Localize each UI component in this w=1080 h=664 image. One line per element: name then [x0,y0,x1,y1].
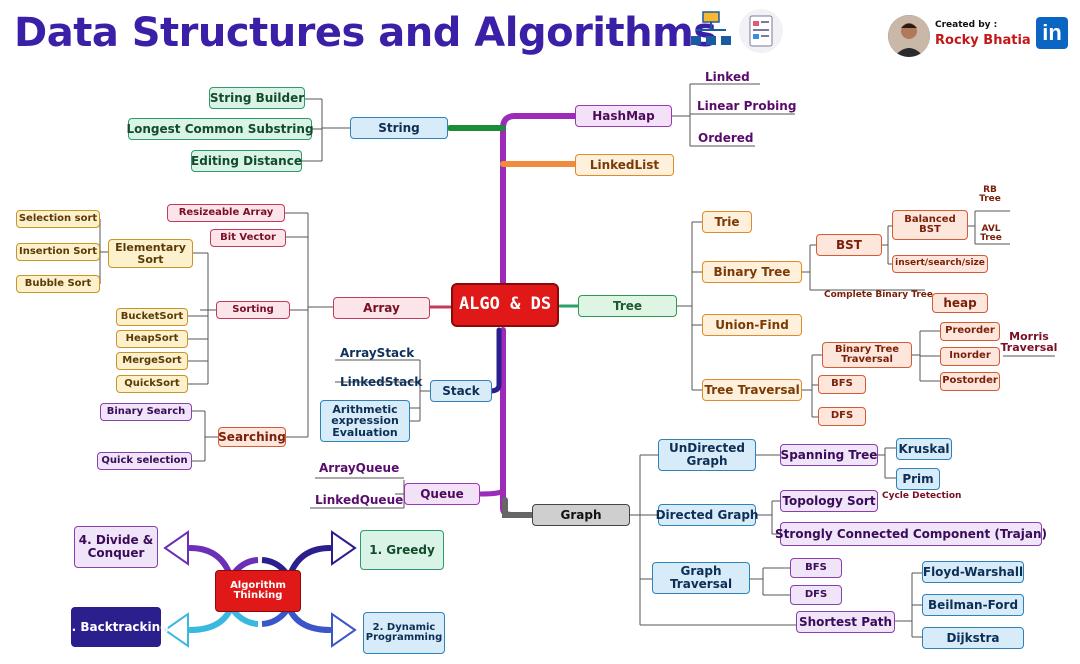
kruskal-node: Kruskal [896,438,952,460]
trunk-graph [502,497,535,518]
hashmap-node: HashMap [575,105,672,127]
hashmap-linear-probing: Linear Probing [697,99,797,113]
directed-graph: Directed Graph [656,504,758,526]
string-node: String [350,117,448,139]
editing-distance: Editing Distance [191,150,302,172]
linkedin-icon[interactable]: in [1036,17,1068,49]
algorithm-thinking: Algorithm Thinking [215,570,301,612]
arithmetic-expression-evaluation: Arithmetic expression Evaluation [320,400,410,442]
linked-queue: LinkedQueue [315,493,404,507]
array-node: Array [333,297,430,319]
spanning-tree: Spanning Tree [780,444,878,466]
stack-node: Stack [430,380,492,402]
trunk-vertical [500,113,578,293]
inorder-node: Inorder [940,347,1000,366]
center-node: ALGO & DS [451,283,559,327]
author-name: Rocky Bhatia [935,33,1031,48]
hashmap-linked: Linked [705,70,750,84]
greedy: 1. Greedy [360,530,444,570]
morris-traversal: Morris Traversal [1000,330,1058,354]
tree-bfs: BFS [818,375,866,394]
trunk-lower [500,327,535,518]
bubble-sort: Bubble Sort [16,275,100,293]
topology-sort: Topology Sort [780,490,878,512]
sorting-node: Sorting [216,301,290,319]
tree-dfs: DFS [818,407,866,426]
prim-node: Prim [896,468,940,490]
algorithm-clipboard-icon [738,8,784,54]
array-stack: ArrayStack [340,346,415,360]
heap-sort: HeapSort [116,330,188,348]
heap-node: heap [932,293,988,313]
trie-node: Trie [702,211,752,233]
insert-search-size: insert/search/size [892,255,988,273]
string-builder: String Builder [209,87,305,109]
undirected-graph: UnDirected Graph [658,439,756,471]
linkedlist-node: LinkedList [575,154,674,176]
binary-tree-node: Binary Tree [702,261,802,283]
created-by-label: Created by : [935,20,998,30]
arrow-dynamic-head [331,612,357,648]
dijkstra: Dijkstra [922,627,1024,649]
balanced-bst: Balanced BST [892,210,968,240]
rb-tree: RB Tree [979,185,1001,204]
postorder-node: Postorder [940,372,1000,391]
arrow-greedy-head [331,530,357,566]
floyd-warshall: Floyd-Warshall [922,561,1024,583]
quick-sort: QuickSort [116,375,188,393]
array-queue: ArrayQueue [319,461,400,475]
tree-node: Tree [578,295,677,317]
longest-common-substring: Longest Common Substring [126,118,314,140]
insertion-sort: Insertion Sort [16,243,100,261]
strongly-connected-component: Strongly Connected Component (Trajan) [775,522,1047,546]
shortest-path: Shortest Path [796,611,895,633]
linked-stack: LinkedStack [340,375,423,389]
graph-node: Graph [532,504,630,526]
resizeable-array: Resizeable Array [167,204,285,222]
divide-and-conquer: 4. Divide & Conquer [74,526,158,568]
union-find-node: Union-Find [702,314,802,336]
arrow-backtrack-shaft [187,607,233,633]
dynamic-programming: 2. Dynamic Programming [363,612,445,654]
arrow-backtrack-head [163,612,189,648]
binary-search: Binary Search [100,403,192,421]
preorder-node: Preorder [940,322,1000,341]
page-title: Data Structures and Algorithms [14,10,717,56]
trunk-string [455,128,502,302]
bucket-sort: BucketSort [116,308,188,326]
cycle-detection: Cycle Detection [882,491,962,501]
hashmap-ordered: Ordered [698,131,754,145]
bellman-ford: Beilman-Ford [922,594,1024,616]
bit-vector: Bit Vector [210,229,286,247]
graph-bfs: BFS [790,558,842,578]
arrow-dynamic-shaft [287,607,333,633]
binary-tree-traversal: Binary Tree Traversal [822,342,912,368]
avatar [888,15,930,57]
selection-sort: Selection sort [16,210,100,228]
trunk-queue [477,487,506,497]
tree-traversal-node: Tree Traversal [702,379,802,401]
bst-node: BST [816,234,882,256]
folder-structure-icon [690,10,732,52]
complete-binary-tree: Complete Binary Tree [824,290,933,300]
merge-sort: MergeSort [116,352,188,370]
arrow-divide-head [163,530,189,566]
queue-node: Queue [404,483,480,505]
elementary-sort: Elementary Sort [108,239,193,268]
avl-tree: AVL Tree [980,224,1002,243]
quick-selection: Quick selection [97,452,192,470]
graph-dfs: DFS [790,585,842,605]
searching-node: Searching [218,427,286,447]
graph-traversal: Graph Traversal [652,562,750,594]
backtracking: 3. Backtracking [63,607,169,647]
